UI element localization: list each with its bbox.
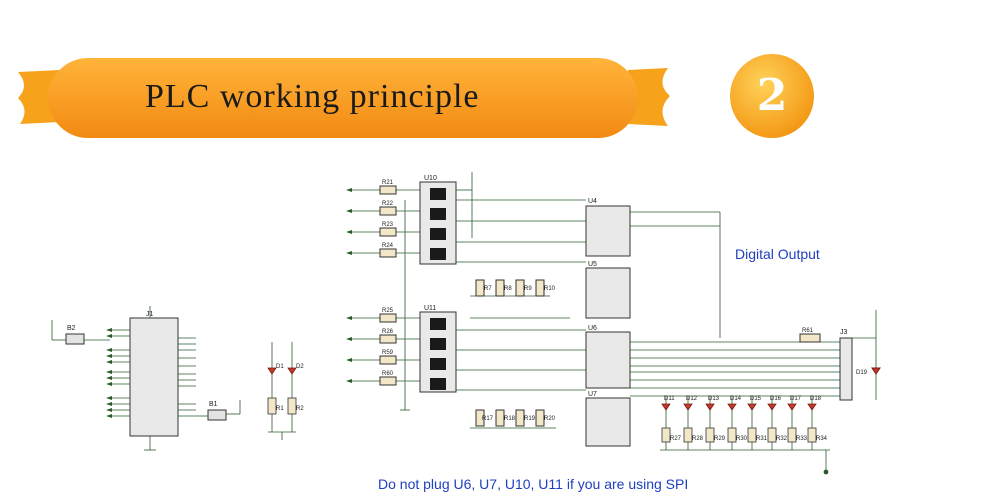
chip-u4 (585, 205, 631, 257)
status-led-d1 (267, 367, 277, 375)
led-d16 (767, 403, 777, 411)
resistor-r61 (799, 333, 821, 343)
ribbon-left-flare (18, 70, 60, 124)
status-resistor-r1 (267, 397, 277, 415)
led-r33-label: R33 (796, 436, 808, 442)
resistor-r22-label: R22 (382, 201, 394, 207)
resistor-r25-label: R25 (382, 308, 394, 314)
j3-connector (839, 337, 853, 401)
j1-connector (129, 317, 179, 437)
resistor-r61-label: R61 (802, 328, 814, 334)
led-d18-label: D18 (810, 396, 822, 402)
status-led-d2-label: D2 (296, 364, 304, 370)
pulldown-r19-label: R19 (524, 416, 536, 422)
led-d18 (807, 403, 817, 411)
j3-output-group: J3 D19 R61 (799, 310, 881, 401)
resistor-r23-label: R23 (382, 222, 394, 228)
chip-u11-label: U11 (424, 305, 436, 312)
title-capsule (48, 58, 638, 138)
pulldown-r18-label: R18 (504, 416, 516, 422)
led-d16-label: D16 (770, 396, 782, 402)
status-led-d1-label: D1 (276, 364, 284, 370)
led-d12 (683, 403, 693, 411)
j3-label: J3 (840, 329, 848, 336)
led-d14 (727, 403, 737, 411)
pulldown-r8-label: R8 (504, 286, 512, 292)
pulldown-r9-label: R9 (524, 286, 532, 292)
led-r29-label: R29 (714, 436, 726, 442)
digital-output-label: Digital Output (735, 246, 820, 262)
resistor-r60-label: R60 (382, 371, 394, 377)
led-d15-label: D15 (750, 396, 762, 402)
b1-header-group: B1 (196, 400, 241, 421)
status-resistor-r2 (287, 397, 297, 415)
led-r34-label: R34 (816, 436, 828, 442)
led-d12-label: D12 (686, 396, 698, 402)
chip-u7 (585, 397, 631, 447)
led-d15 (747, 403, 757, 411)
title-banner (18, 54, 814, 138)
spi-warning-note: Do not plug U6, U7, U10, U11 if you are … (378, 476, 689, 492)
plc-schematic: J1 B2 (51, 172, 881, 475)
led-r31-label: R31 (756, 436, 768, 442)
diode-d19-label: D19 (856, 370, 868, 376)
b2-header (65, 333, 85, 345)
status-led-d2 (287, 367, 297, 375)
chip-u5-label: U5 (588, 261, 597, 268)
badge-circle (730, 54, 814, 138)
led-r28-label: R28 (692, 436, 704, 442)
pulldown-r17-label: R17 (482, 416, 494, 422)
led-r32-label: R32 (776, 436, 788, 442)
pulldown-r20-label: R20 (544, 416, 556, 422)
optocoupler-group: R21 R22 R23 R24 R25 R26 R59 R60 U10 U11 (346, 172, 473, 411)
ribbon-right-flare (628, 68, 670, 126)
led-d17-label: D17 (790, 396, 802, 402)
page-title: PLC working principle (145, 78, 480, 115)
b1-header (207, 409, 227, 421)
shift-register-group: U4 U5 U6 U7 (585, 198, 631, 447)
b1-label: B1 (209, 401, 218, 408)
led-d11 (661, 403, 671, 411)
pulldown-r10-label: R10 (544, 286, 556, 292)
led-r27-label: R27 (670, 436, 682, 442)
b2-header-group: B2 (51, 320, 110, 345)
chip-u5 (585, 267, 631, 319)
diode-d19 (871, 367, 881, 375)
chip-u7-label: U7 (588, 391, 597, 398)
pulldown-r7-label: R7 (484, 286, 492, 292)
chip-u10-label: U10 (424, 175, 437, 182)
b2-label: B2 (67, 325, 76, 332)
resistor-r21-label: R21 (382, 180, 394, 186)
status-led-group: D1 D2 R1 R2 (267, 342, 304, 440)
led-d13 (705, 403, 715, 411)
pulldown-bank-top: R7 R8 R9 R10 (470, 279, 570, 319)
led-d13-label: D13 (708, 396, 720, 402)
led-d14-label: D14 (730, 396, 742, 402)
status-resistor-r1-label: R1 (276, 406, 284, 412)
pulldown-bank-bottom: R17 R18 R19 R20 (470, 409, 556, 429)
chip-u6-label: U6 (588, 325, 597, 332)
output-led-group: D11 D12 D13 D14 D15 D16 D17 D18 R27 R28 … (660, 396, 830, 475)
led-d11-label: D11 (664, 396, 675, 402)
resistor-r26-label: R26 (382, 329, 394, 335)
status-resistor-r2-label: R2 (296, 406, 304, 412)
chip-u6 (585, 331, 631, 389)
badge-number: 2 (756, 70, 788, 121)
resistor-r59-label: R59 (382, 350, 394, 356)
chip-u4-label: U4 (588, 198, 597, 205)
bus-wires (456, 199, 840, 397)
resistor-r24-label: R24 (382, 243, 394, 249)
led-r30-label: R30 (736, 436, 748, 442)
led-d17 (787, 403, 797, 411)
j1-connector-group: J1 (106, 306, 196, 451)
